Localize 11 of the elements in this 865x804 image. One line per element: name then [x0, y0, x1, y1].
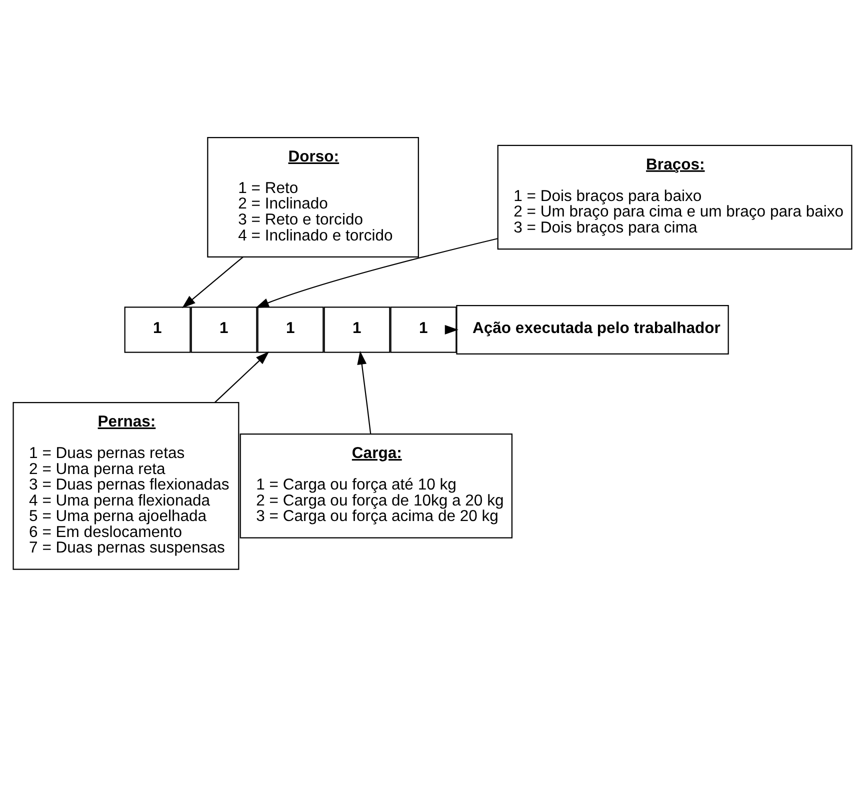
- node-box: 1: [324, 306, 390, 353]
- node-box: 1: [190, 306, 258, 353]
- node-box: Braços: 1 = Dois braços para baixo 2 = Um braço para cima e um braço para baixo 3 = Dois braços para cima: [497, 144, 852, 250]
- node-box: Dorso: 1 = Reto 2 = Inclinado 3 = Reto e torcido 4 = Inclinado e torcido: [207, 136, 419, 258]
- node-box: 1: [257, 306, 324, 353]
- arrow: [182, 256, 244, 308]
- arrow: [357, 350, 372, 434]
- node-box: 1: [124, 306, 191, 353]
- node-box: Carga: 1 = Carga ou força até 10 kg 2 = Carga ou força de 10kg a 20 kg 3 = Carga ou força acima de 20 kg: [240, 434, 513, 538]
- arrow: [214, 351, 270, 403]
- node-box: Pernas: 1 = Duas pernas retas 2 = Uma perna reta 3 = Duas pernas flexionadas 4 = Uma perna flexionada 5 = Uma perna ajoelhada 6 = Em deslocamento 7 = Duas pernas suspensas: [12, 402, 240, 570]
